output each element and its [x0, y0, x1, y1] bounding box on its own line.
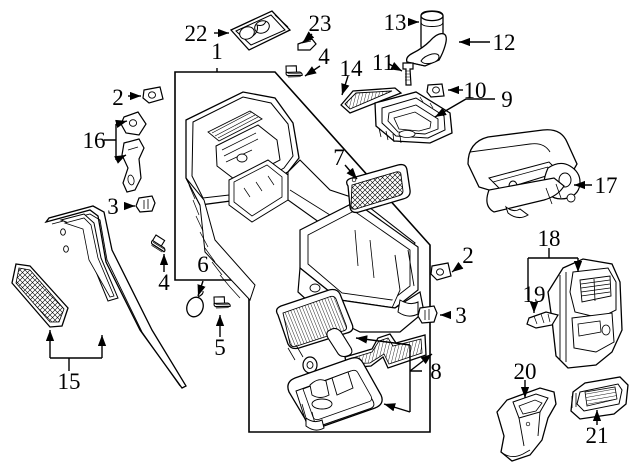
center-console-body — [185, 91, 425, 333]
air-duct — [496, 387, 557, 462]
shift-boot — [405, 33, 447, 67]
callout-16: 16 — [83, 128, 106, 153]
storage-bin — [287, 357, 383, 431]
callout-1: 1 — [211, 39, 223, 64]
callout-numbers: 1 2 2 3 3 4 4 5 6 7 8 9 10 11 12 13 14 1… — [58, 10, 618, 448]
callout-10: 10 — [464, 78, 487, 103]
rear-vent-outlet — [570, 376, 629, 420]
callout-14: 14 — [340, 56, 364, 81]
callout-3b: 3 — [455, 303, 467, 328]
callout-4a: 4 — [318, 44, 330, 69]
left-trim-long-panel — [44, 205, 187, 389]
leader-lines — [45, 17, 602, 425]
callout-2a: 2 — [112, 85, 124, 110]
callout-18: 18 — [538, 226, 561, 251]
main-assembly-boundary — [174, 71, 431, 433]
clip-mid-right — [430, 262, 452, 281]
callout-2b: 2 — [462, 243, 474, 268]
callout-7: 7 — [333, 145, 345, 170]
callout-13: 13 — [384, 10, 407, 35]
callout-12: 12 — [493, 30, 516, 55]
left-trim-mesh-panel — [11, 263, 69, 328]
callout-4b: 4 — [158, 270, 170, 295]
clip-upper-left — [142, 86, 164, 104]
tray-bezel — [374, 91, 453, 144]
bracket-lower-16 — [121, 138, 145, 193]
callout-19: 19 — [523, 282, 546, 307]
trim-strip — [340, 87, 403, 114]
bolt-shift — [402, 62, 414, 86]
callout-11: 11 — [372, 50, 394, 75]
callout-17: 17 — [595, 173, 618, 198]
rear-vent-panel — [547, 258, 623, 369]
callout-20: 20 — [514, 359, 537, 384]
callout-3a: 3 — [107, 194, 119, 219]
clip-tray — [426, 83, 445, 98]
console-mat-rubber — [346, 163, 411, 214]
callout-9: 9 — [501, 87, 513, 112]
cup-holder-insert — [229, 10, 292, 51]
callout-22: 22 — [185, 21, 208, 46]
callout-21: 21 — [586, 423, 609, 448]
vent-clip — [526, 311, 559, 329]
callout-8: 8 — [430, 359, 442, 384]
retainer-lower-left — [135, 195, 156, 213]
armrest-assembly — [467, 129, 581, 219]
callout-23: 23 — [309, 11, 332, 36]
callout-15: 15 — [58, 369, 81, 394]
callout-5: 5 — [214, 335, 226, 360]
storage-grill — [275, 288, 354, 374]
callout-6: 6 — [197, 252, 209, 277]
retainer-mid-right — [417, 305, 438, 324]
